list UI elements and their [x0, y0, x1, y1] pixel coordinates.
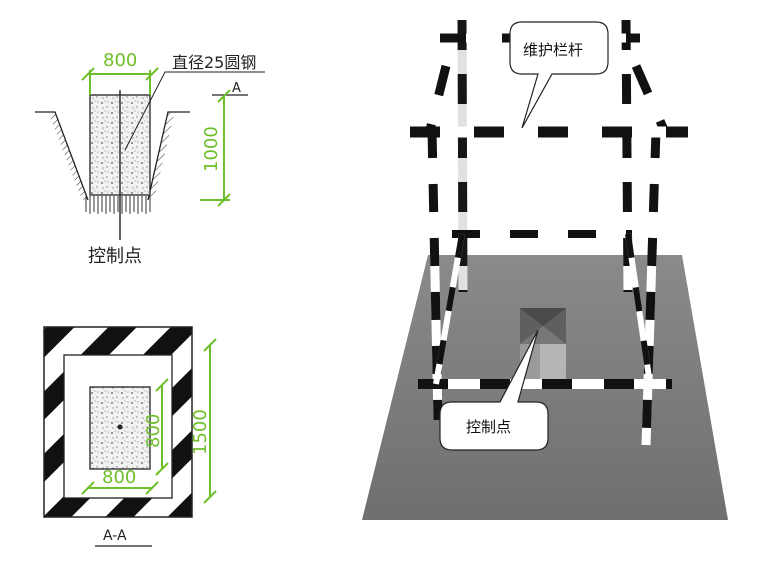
inner-width-label: 800 — [102, 467, 136, 488]
perspective-view: 维护栏杆 控制点 — [362, 19, 728, 520]
inner-width-dimension — [81, 481, 159, 495]
inner-height-label: 800 — [143, 414, 164, 448]
width-label: 800 — [103, 50, 137, 71]
trench-outline — [35, 111, 190, 214]
rod-leader — [124, 71, 265, 151]
outer-height-dimension — [203, 338, 217, 504]
inner-height-dimension — [155, 378, 169, 476]
rod-label: 直径25圆钢 — [172, 53, 256, 72]
section-detail: 直径25圆钢 800 A 1000 控制点 — [35, 50, 265, 267]
depth-dimension — [200, 89, 231, 207]
railing-callout: 维护栏杆 — [509, 21, 609, 129]
control-point-callout: 控制点 — [439, 329, 549, 451]
plan-section-title: A-A — [103, 528, 127, 544]
plan-detail: 1500 800 800 A-A — [43, 326, 217, 547]
depth-label: 1000 — [201, 126, 222, 172]
svg-text:A: A — [232, 81, 241, 96]
control-point-callout-text: 控制点 — [466, 418, 511, 436]
outer-height-label: 1500 — [190, 409, 211, 455]
section-mark: A — [212, 81, 248, 96]
plan-control-point — [117, 424, 123, 430]
width-dimension — [81, 67, 159, 95]
railing-callout-text: 维护栏杆 — [523, 41, 583, 59]
control-point-label: 控制点 — [88, 246, 142, 267]
